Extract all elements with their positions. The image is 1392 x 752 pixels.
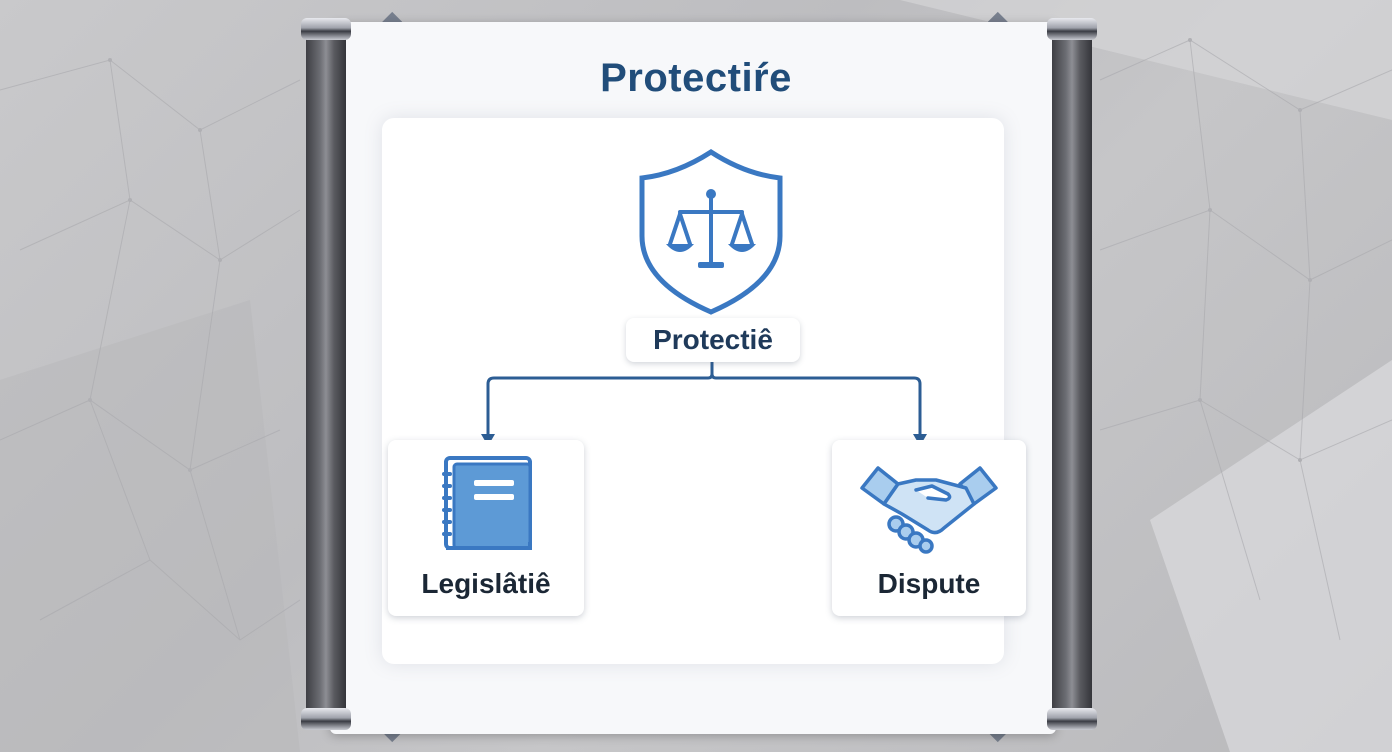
book-icon [442,456,532,550]
handshake-icon [860,466,998,554]
child-card-legislation: Legislâtiê [388,440,584,616]
center-node-label: Protectiê [626,318,800,362]
child-card-dispute: Dispute [832,440,1026,616]
roller-cap [301,18,351,40]
roller-cap [1047,18,1097,40]
roller-cap [301,708,351,730]
roller-cap [1047,708,1097,730]
scroll-roller-right [1052,30,1092,714]
child-label: Legislâtiê [421,568,551,599]
diagram-title: Protectiŕe [600,56,792,100]
child-label: Dispute [877,568,981,599]
scroll-roller-left [306,30,346,714]
